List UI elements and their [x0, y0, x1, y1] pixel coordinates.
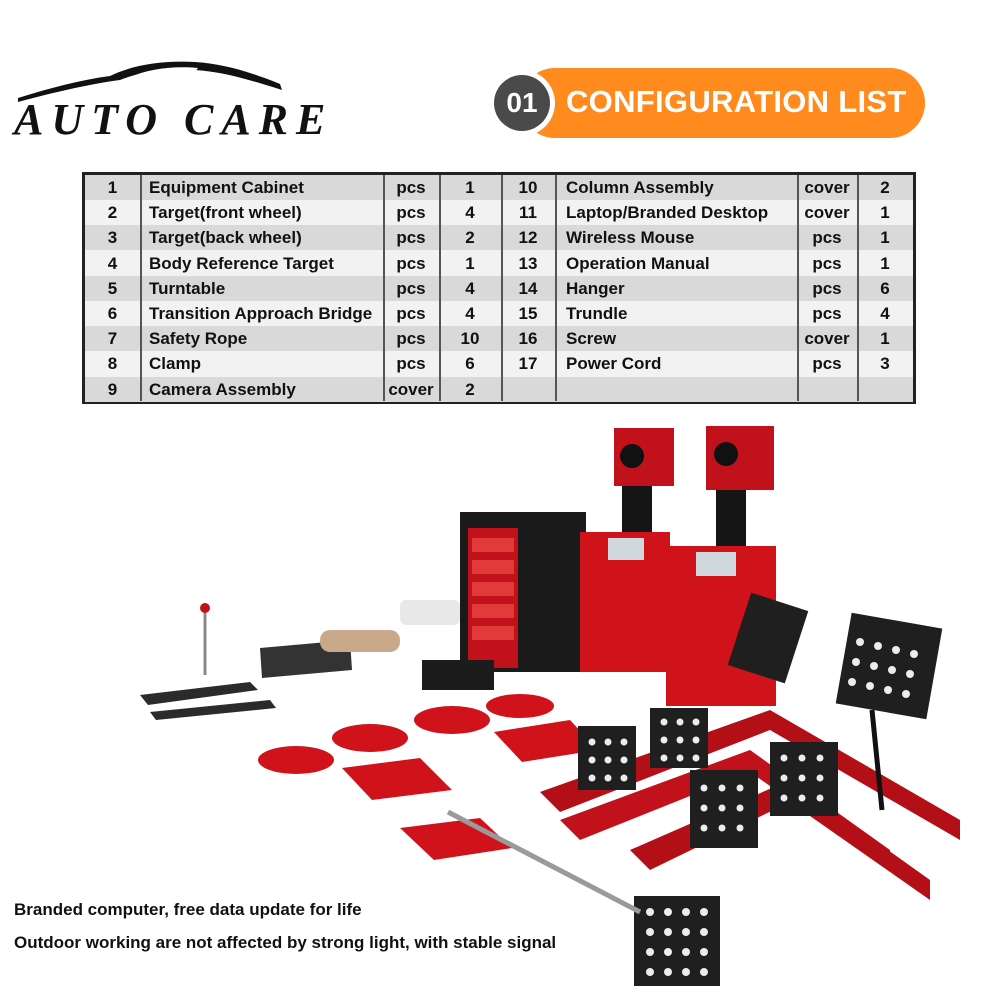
cell-qty: 4 — [465, 304, 475, 323]
cell-item: Clamp — [149, 354, 201, 374]
table-row: 5 Turntable pcs 4 14 Hanger pcs 6 — [85, 275, 913, 301]
cell-no: 7 — [107, 329, 118, 349]
cell-no: 1 — [107, 178, 118, 197]
table-row: 3 Target(back wheel) pcs 2 12 Wireless Mouse p… — [85, 225, 913, 251]
table-divider — [555, 175, 557, 401]
cell-qty: 1 — [465, 253, 475, 273]
cell-qty: 2 — [465, 228, 475, 248]
cell-qty: 6 — [880, 278, 890, 298]
cell-unit: pcs — [396, 278, 426, 298]
cell-no: 17 — [518, 354, 538, 374]
cell-item: Turntable — [149, 278, 226, 298]
table-row: 2 Target(front wheel) pcs 4 11 Laptop/Branded… — [85, 200, 913, 225]
cell-item: Wireless Mouse — [566, 228, 695, 248]
cell-unit: pcs — [812, 354, 842, 374]
cell-no: 16 — [518, 329, 538, 349]
table-divider — [383, 175, 385, 401]
cell-unit: pcs — [396, 354, 426, 374]
car-silhouette-icon — [18, 61, 282, 102]
table-row: 7 Safety Rope pcs 10 16 Screw cover 1 — [85, 326, 913, 352]
table-divider — [439, 175, 441, 401]
cell-item: Target(back wheel) — [149, 228, 302, 248]
table-row: 9 Camera Assembly cover 2 — [85, 376, 913, 402]
feature-caption-2: Outdoor working are not affected by stro… — [14, 933, 557, 952]
cell-item: Body Reference Target — [149, 253, 334, 273]
cell-qty: 4 — [465, 203, 475, 223]
cell-item: Operation Manual — [566, 253, 710, 273]
feature-caption-1: Branded computer, free data update for l… — [14, 900, 362, 919]
cell-no: 2 — [107, 203, 118, 223]
cell-unit: pcs — [812, 228, 842, 248]
table-divider — [140, 175, 142, 401]
cell-unit: pcs — [396, 203, 426, 223]
cell-item: Equipment Cabinet — [149, 178, 304, 197]
cell-qty: 1 — [880, 253, 890, 273]
wheel-aligner-equipment-icon — [140, 426, 960, 986]
cell-unit: pcs — [396, 253, 426, 273]
table-divider — [797, 175, 799, 401]
cell-no: 3 — [107, 228, 118, 248]
cell-unit: cover — [804, 329, 850, 349]
cell-item: Safety Rope — [149, 329, 248, 349]
table-row: 6 Transition Approach Bridge pcs 4 15 Trundle… — [85, 301, 913, 326]
cell-unit: pcs — [396, 178, 426, 197]
section-title: CONFIGURATION LIST — [566, 84, 907, 119]
table-divider — [501, 175, 503, 401]
cell-item: Target(front wheel) — [149, 203, 302, 223]
cell-no: 12 — [518, 228, 538, 248]
cell-item: Transition Approach Bridge — [149, 304, 373, 323]
cell-unit: cover — [804, 178, 850, 197]
cell-unit: pcs — [396, 329, 426, 349]
section-header-bar — [520, 68, 925, 138]
cell-item: Trundle — [566, 304, 628, 323]
cell-qty: 1 — [880, 329, 890, 349]
auto-care-logo: AUTO CARE — [10, 50, 325, 150]
cell-qty: 1 — [465, 178, 475, 197]
table-row: 1 Equipment Cabinet pcs 1 10 Column Assembly c… — [85, 175, 913, 200]
cell-no: 10 — [518, 178, 538, 197]
cell-no: 9 — [107, 379, 118, 399]
cell-unit: cover — [804, 203, 850, 223]
cell-unit: pcs — [812, 304, 842, 323]
cell-qty: 2 — [880, 178, 890, 197]
cell-item: Column Assembly — [566, 178, 714, 197]
table-row: 4 Body Reference Target pcs 1 13 Operation Ma… — [85, 251, 913, 276]
cell-qty: 10 — [460, 329, 480, 349]
cell-no: 13 — [518, 253, 538, 273]
cell-qty: 3 — [880, 354, 890, 374]
cell-no: 6 — [107, 304, 118, 323]
cell-unit: pcs — [812, 278, 842, 298]
cell-item: Laptop/Branded Desktop — [566, 203, 769, 223]
cell-qty: 1 — [880, 228, 890, 248]
cell-item: Screw — [566, 329, 617, 349]
cell-unit: cover — [388, 379, 434, 399]
cell-no: 14 — [518, 278, 538, 298]
cell-qty: 4 — [880, 304, 890, 323]
logo-text: AUTO CARE — [14, 95, 334, 144]
cell-unit: pcs — [396, 304, 426, 323]
table-divider — [857, 175, 859, 401]
wheel-aligner-equipment-image — [140, 426, 960, 986]
cell-no: 8 — [107, 354, 118, 374]
section-number-badge: 01 — [494, 75, 550, 131]
cell-qty: 2 — [465, 379, 475, 399]
cell-qty: 4 — [465, 278, 475, 298]
cell-unit: pcs — [396, 228, 426, 248]
cell-item: Hanger — [566, 278, 625, 298]
cell-item: Camera Assembly — [149, 379, 296, 399]
cell-qty: 1 — [880, 203, 890, 223]
cell-no: 15 — [518, 304, 538, 323]
cell-unit: pcs — [812, 253, 842, 273]
cell-no: 11 — [519, 203, 537, 223]
cell-no: 4 — [107, 253, 118, 273]
cell-no: 5 — [107, 278, 118, 298]
cell-qty: 6 — [465, 354, 475, 374]
table-row: 8 Clamp pcs 6 17 Power Cord pcs 3 — [85, 351, 913, 376]
cell-item: Power Cord — [566, 354, 662, 374]
